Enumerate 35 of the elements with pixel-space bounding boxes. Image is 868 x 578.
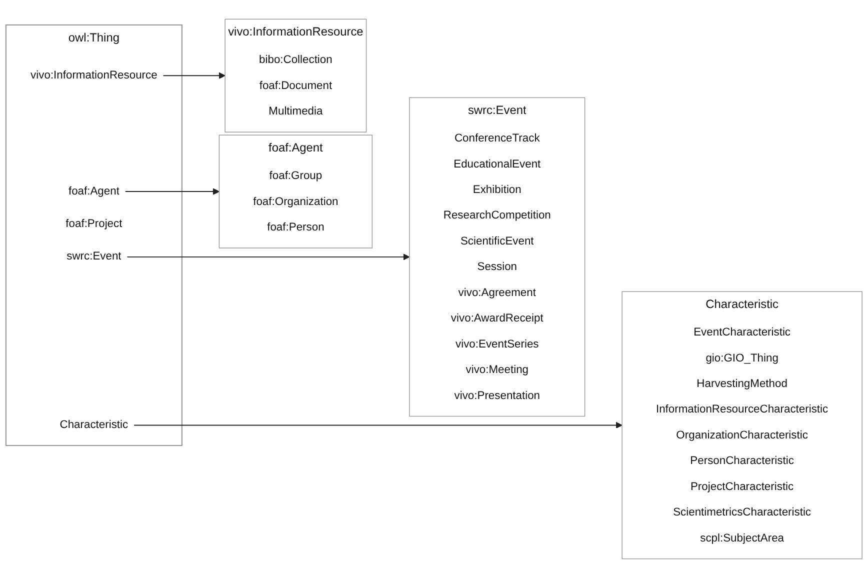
arrow xyxy=(126,254,410,260)
node-text: ConferenceTrack xyxy=(454,132,540,145)
node-text: vivo:Meeting xyxy=(466,363,529,376)
node-text: vivo:Agreement xyxy=(458,286,536,299)
node-text: foaf:Group xyxy=(269,169,322,182)
node-text: foaf:Agent xyxy=(68,184,120,198)
node-text: ResearchCompetition xyxy=(443,209,551,222)
node-text: vivo:Presentation xyxy=(454,389,540,402)
node-text: OrganizationCharacteristic xyxy=(676,428,808,442)
node-text: swrc:Event xyxy=(66,250,122,263)
node-text: Session xyxy=(477,260,518,274)
node-text: scpl:SubjectArea xyxy=(700,532,784,544)
node-text: foaf:Document xyxy=(259,79,332,92)
node-text: Exhibition xyxy=(472,183,522,196)
node-text: vivo:InformationResource xyxy=(30,68,158,82)
node-text: InformationResourceCharacteristic xyxy=(656,403,828,416)
node-text: PersonCharacteristic xyxy=(690,454,794,468)
node-text: ScientimetricsCharacteristic xyxy=(673,506,812,519)
node-text: Characteristic xyxy=(60,418,128,431)
node-text: foaf:Person xyxy=(267,220,324,234)
node-text: bibo:Collection xyxy=(259,53,332,66)
node-text: HarvestingMethod xyxy=(696,377,788,390)
arrow xyxy=(134,422,622,428)
node-text: EventCharacteristic xyxy=(694,326,791,339)
node-text: ProjectCharacteristic xyxy=(690,480,794,493)
node-text: ScientificEvent xyxy=(460,234,534,248)
node-text: vivo:AwardReceipt xyxy=(450,312,544,325)
arrow xyxy=(124,188,220,195)
node-text: foaf:Organization xyxy=(253,195,338,208)
node-text: foaf:Project xyxy=(66,217,122,230)
node-text: EducationalEvent xyxy=(454,158,541,170)
arrow xyxy=(162,72,226,79)
node-text: gio:GIO_Thing xyxy=(706,352,778,364)
node-text: vivo:EventSeries xyxy=(455,338,539,350)
node-text: Multimedia xyxy=(268,104,323,118)
